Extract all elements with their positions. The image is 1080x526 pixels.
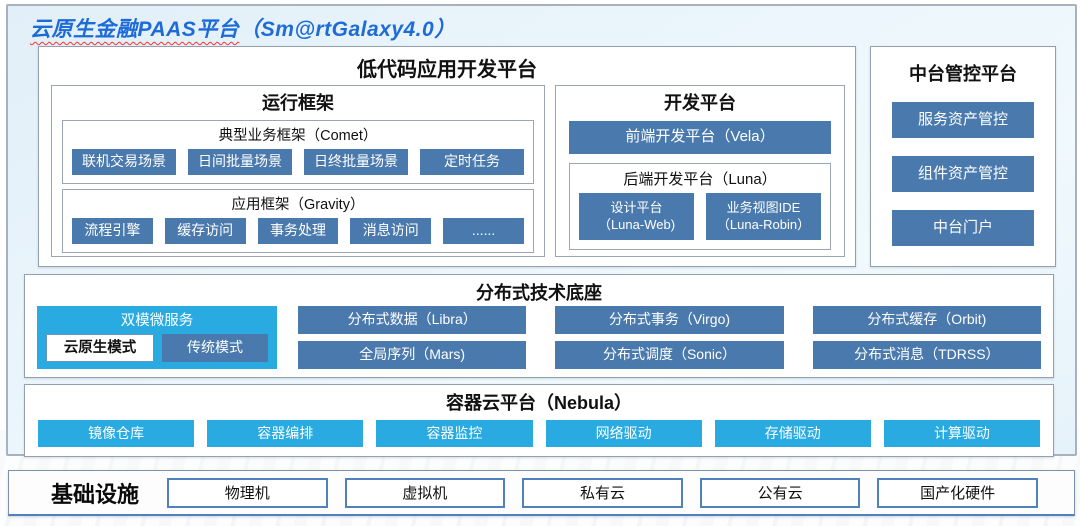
dev-platform-title: 开发平台 <box>664 93 736 113</box>
dual-mode-microservice-group: 双模微服务 云原生模式 传统模式 <box>37 306 277 369</box>
luna-chip-row: 设计平台 （Luna-Web) 业务视图IDE （Luna-Robin） <box>570 189 830 249</box>
luna-tool-name: 业务视图IDE <box>726 200 801 216</box>
middle-platform-block: 组件资产管控 <box>892 156 1034 192</box>
distributed-service-block: 全局序列（Mars) <box>298 341 527 369</box>
capability-block: 缓存访问 <box>164 218 246 244</box>
infrastructure-block: 私有云 <box>522 477 683 508</box>
distributed-service-block: 分布式缓存（Orbit) <box>812 306 1041 334</box>
comet-framework-title: 典型业务框架（Comet） <box>218 128 378 144</box>
container-capability-block: 镜像仓库 <box>38 420 195 447</box>
dual-mode-row: 云原生模式 传统模式 <box>46 334 268 362</box>
lowcode-platform-title: 低代码应用开发平台 <box>357 59 537 81</box>
scenario-block: 定时任务 <box>420 149 524 175</box>
comet-chip-row: 联机交易场景日间批量场景日终批量场景定时任务 <box>63 145 533 183</box>
infrastructure-block: 虚拟机 <box>344 477 506 508</box>
page-title-version: （Sm@rtGalaxy4.0） <box>239 18 456 41</box>
gravity-chip-row: 流程引擎缓存访问事务处理消息访问...... <box>63 214 533 252</box>
middle-platform-title: 中台管控平台 <box>909 64 1017 84</box>
vela-frontend-block: 前端开发平台（Vela） <box>569 121 831 154</box>
traditional-mode-block: 传统模式 <box>162 334 268 362</box>
dual-mode-title: 双模微服务 <box>120 313 194 329</box>
lowcode-platform-section: 低代码应用开发平台 运行框架 典型业务框架（Comet） 联机交易场景日间批量场… <box>38 46 856 267</box>
distributed-base-title: 分布式技术底座 <box>476 283 602 303</box>
middle-platform-section: 中台管控平台 服务资产管控组件资产管控中台门户 <box>870 46 1056 267</box>
luna-tool-block: 业务视图IDE （Luna-Robin） <box>706 193 821 240</box>
distributed-service-block: 分布式调度（Sonic） <box>555 341 784 369</box>
capability-block: 事务处理 <box>257 218 339 244</box>
container-cloud-row: 镜像仓库容器编排容器监控网络驱动存储驱动计算驱动 <box>25 415 1053 447</box>
cloud-native-mode-block: 云原生模式 <box>46 334 154 362</box>
scenario-block: 联机交易场景 <box>72 149 176 175</box>
infrastructure-bar: 基础设施 物理机虚拟机私有云公有云国产化硬件 <box>8 470 1075 516</box>
runtime-framework-title: 运行框架 <box>262 93 334 113</box>
distributed-service-block: 分布式事务（Virgo) <box>555 306 784 334</box>
luna-backend-title: 后端开发平台（Luna） <box>623 171 777 188</box>
luna-tool-name: 设计平台 <box>610 200 663 216</box>
middle-platform-items: 服务资产管控组件资产管控中台门户 <box>892 102 1034 246</box>
container-capability-block: 容器监控 <box>376 420 533 447</box>
capability-block: ...... <box>443 218 524 244</box>
gravity-framework-title: 应用框架（Gravity） <box>231 197 365 213</box>
infrastructure-title: 基础设施 <box>51 481 140 507</box>
infrastructure-block: 国产化硬件 <box>877 477 1038 508</box>
infrastructure-block: 物理机 <box>167 477 328 508</box>
capability-block: 消息访问 <box>350 218 432 244</box>
distributed-service-block: 分布式数据（Libra） <box>298 306 527 334</box>
luna-tool-block: 设计平台 （Luna-Web) <box>579 193 694 240</box>
container-capability-block: 容器编排 <box>207 420 364 447</box>
distributed-base-body: 双模微服务 云原生模式 传统模式 分布式数据（Libra） 分布式事务（Virgo… <box>37 306 1041 369</box>
container-capability-block: 存储驱动 <box>714 420 871 447</box>
distributed-service-block: 分布式消息（TDRSS） <box>812 341 1041 369</box>
container-cloud-title: 容器云平台（Nebula） <box>445 393 632 413</box>
dev-platform-section: 开发平台 前端开发平台（Vela） 后端开发平台（Luna） 设计平台 （Lun… <box>555 85 845 257</box>
runtime-framework-section: 运行框架 典型业务框架（Comet） 联机交易场景日间批量场景日终批量场景定时任… <box>51 85 545 257</box>
main-panel: 云原生金融PAAS平台（Sm@rtGalaxy4.0） 低代码应用开发平台 运行… <box>6 4 1077 457</box>
gravity-framework-group: 应用框架（Gravity） 流程引擎缓存访问事务处理消息访问...... <box>62 189 534 253</box>
page-title-main: 云原生金融PAAS平台 <box>30 18 240 41</box>
middle-platform-block: 中台门户 <box>892 210 1034 246</box>
capability-block: 流程引擎 <box>72 218 153 244</box>
infrastructure-items: 物理机虚拟机私有云公有云国产化硬件 <box>167 477 1038 508</box>
container-capability-block: 计算驱动 <box>883 420 1041 447</box>
page-title: 云原生金融PAAS平台（Sm@rtGalaxy4.0） <box>30 13 456 43</box>
luna-tool-code: （Luna-Robin） <box>716 216 811 232</box>
container-cloud-section: 容器云平台（Nebula） 镜像仓库容器编排容器监控网络驱动存储驱动计算驱动 <box>24 384 1054 457</box>
middle-platform-block: 服务资产管控 <box>892 102 1034 138</box>
distributed-base-section: 分布式技术底座 双模微服务 云原生模式 传统模式 分布式数据（Libra）分布式… <box>24 274 1054 378</box>
container-capability-block: 网络驱动 <box>545 420 702 447</box>
comet-framework-group: 典型业务框架（Comet） 联机交易场景日间批量场景日终批量场景定时任务 <box>62 120 534 184</box>
luna-tool-code: （Luna-Web) <box>597 216 676 232</box>
infrastructure-block: 公有云 <box>699 477 861 508</box>
distributed-services-grid: 分布式数据（Libra） 分布式事务（Virgo) 分布式缓存（Orbit) 全局序列… <box>298 306 1041 369</box>
scenario-block: 日终批量场景 <box>304 149 408 175</box>
scenario-block: 日间批量场景 <box>188 149 292 175</box>
luna-backend-group: 后端开发平台（Luna） 设计平台 （Luna-Web) 业务视图IDE （Lu… <box>569 163 831 250</box>
